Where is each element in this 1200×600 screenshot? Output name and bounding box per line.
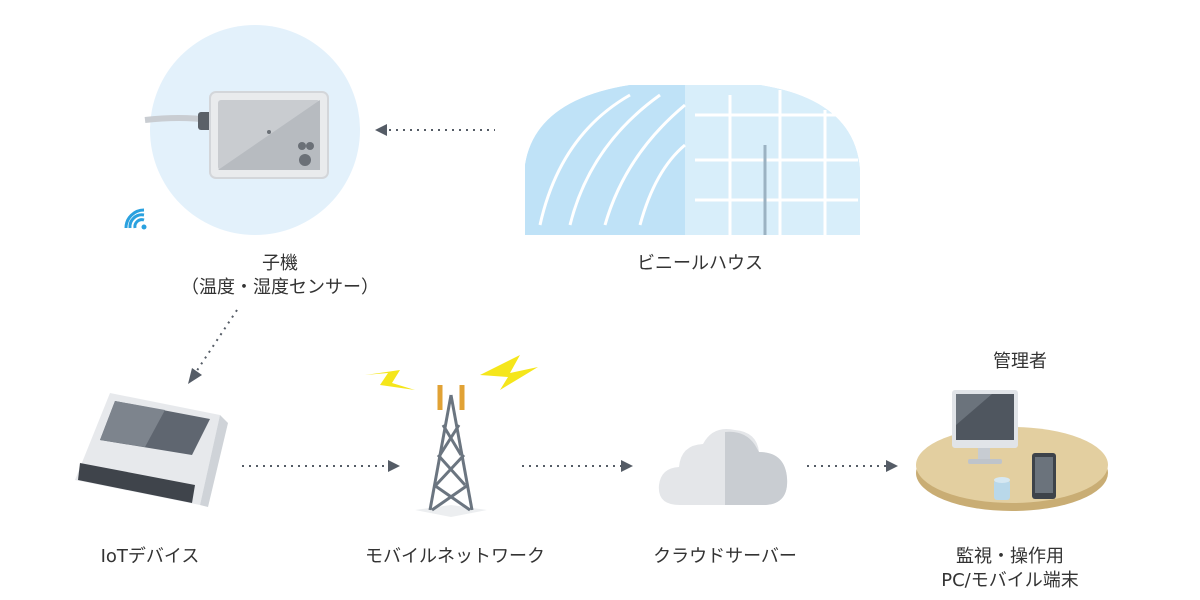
cloud-server-label: クラウドサーバー: [630, 545, 820, 569]
iot-device-title: IoTデバイス: [100, 546, 200, 567]
greenhouse-graphic: [525, 85, 860, 235]
sensor-graphic: [144, 25, 360, 235]
admin-line2: PC/モバイル端末: [941, 570, 1079, 591]
admin-terminal-label: 監視・操作用 PC/モバイル端末: [925, 545, 1095, 593]
mobile-network-title: モバイルネットワーク: [365, 546, 545, 567]
greenhouse-title: ビニールハウス: [637, 253, 763, 274]
greenhouse-label: ビニールハウス: [610, 252, 790, 276]
admin-line1: 監視・操作用: [956, 546, 1064, 567]
admin-terminals-graphic: [916, 390, 1108, 511]
arrow-cloud-to-admin: [807, 460, 898, 472]
arrow-greenhouse-to-sensor: [375, 124, 495, 136]
child-unit-title: 子機: [262, 253, 298, 274]
mobile-network-label: モバイルネットワーク: [340, 545, 570, 569]
arrow-iot-to-network: [242, 460, 400, 472]
arrow-sensor-to-iot: [188, 309, 238, 384]
cloud-server-title: クラウドサーバー: [653, 546, 797, 567]
admin-header-label: 管理者: [960, 350, 1080, 374]
iot-device-graphic: [75, 393, 228, 507]
admin-header: 管理者: [993, 351, 1047, 372]
wireless-signal-icon: [124, 208, 147, 230]
child-unit-label: 子機 （温度・湿度センサー）: [150, 252, 410, 300]
cloud-server-graphic: [658, 428, 788, 505]
child-unit-subtitle: （温度・湿度センサー）: [181, 277, 379, 298]
network-tower-graphic: [365, 355, 538, 517]
iot-device-label: IoTデバイス: [60, 545, 240, 569]
arrow-network-to-cloud: [522, 460, 633, 472]
